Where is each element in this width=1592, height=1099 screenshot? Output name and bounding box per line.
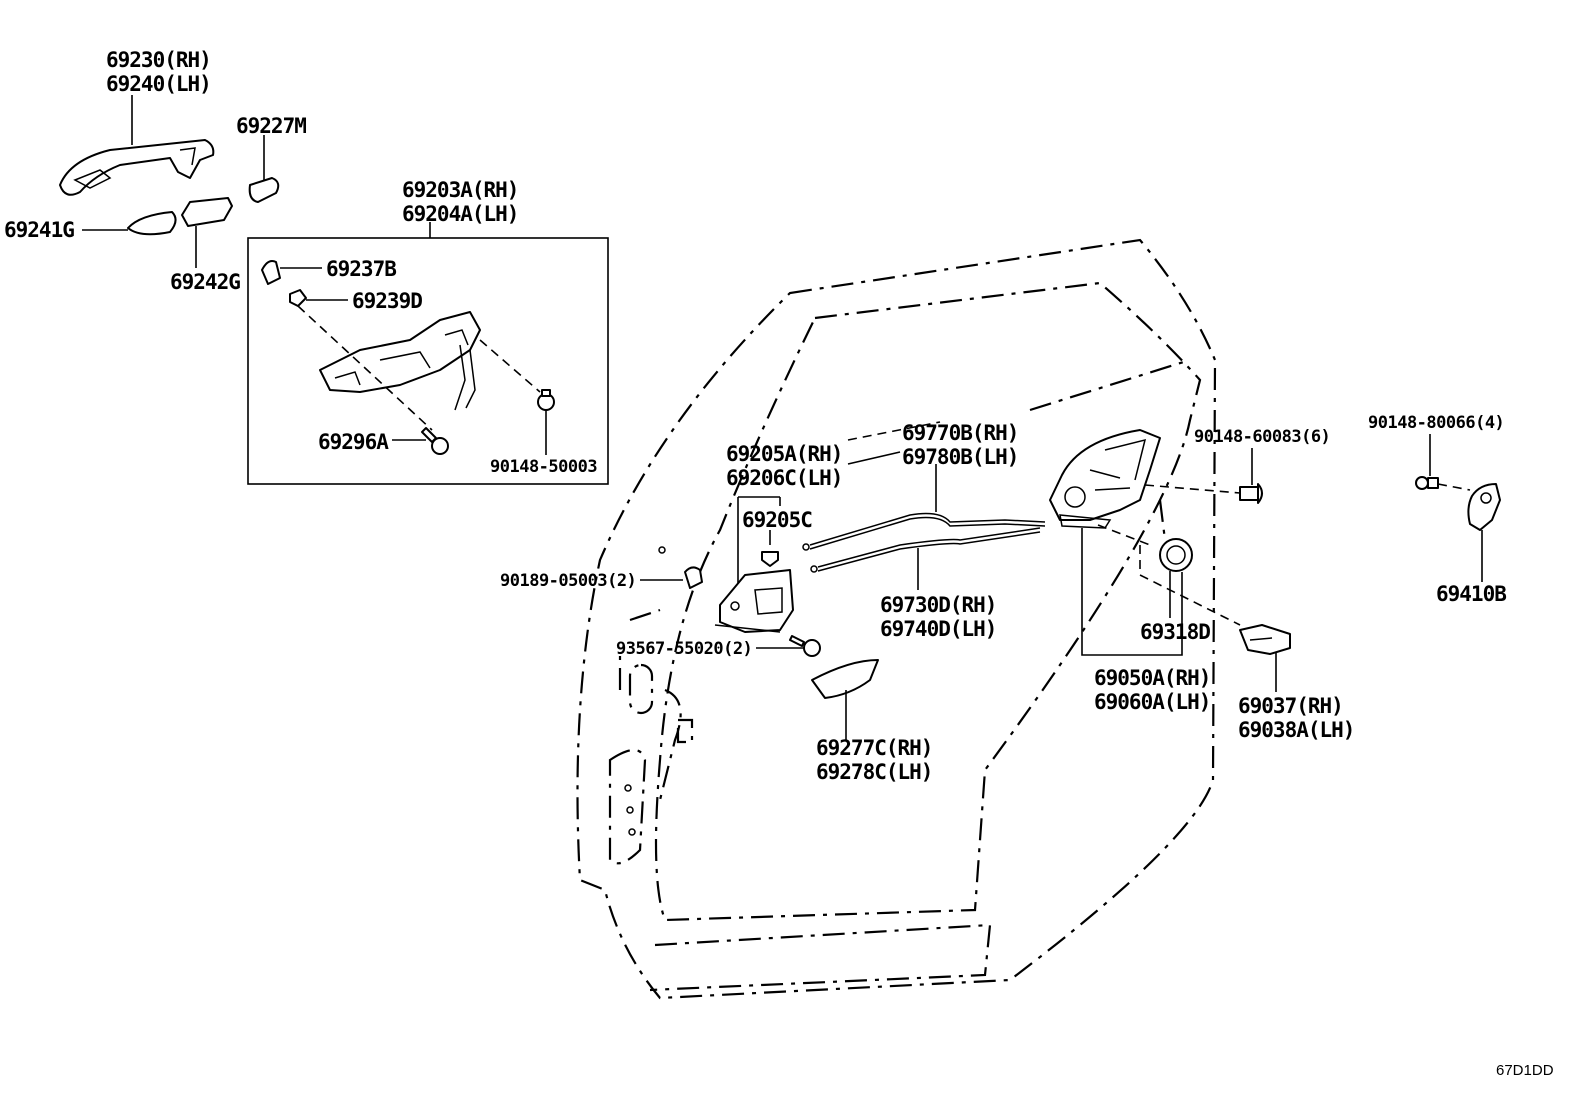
grommet-69318D <box>1159 538 1193 572</box>
label-69205A-rh: 69205A(RH) <box>726 442 843 466</box>
label-69242G: 69242G <box>170 270 241 294</box>
inside-handle <box>714 569 794 633</box>
dash-90148-60083 <box>1144 484 1241 494</box>
cap-69237B <box>261 260 281 285</box>
label-69241G: 69241G <box>4 218 75 242</box>
clip-90189 <box>684 566 703 589</box>
screw-93567 <box>789 635 821 657</box>
label-69240-lh: 69240(LH) <box>106 72 212 96</box>
label-90189-05003: 90189-05003(2) <box>500 571 637 591</box>
dash-69318D <box>1097 524 1151 546</box>
dash-69037 <box>1139 545 1241 626</box>
frame-set-box <box>247 237 609 485</box>
leader-69050A <box>1081 528 1183 656</box>
outer-door-handle <box>59 139 215 196</box>
pad-69241G <box>127 211 177 236</box>
label-69037-rh: 69037(RH) <box>1238 694 1344 718</box>
bracket-69037 <box>1239 624 1291 655</box>
label-69038A-lh: 69038A(LH) <box>1238 718 1355 742</box>
label-69277C-rh: 69277C(RH) <box>816 736 933 760</box>
label-69730D-rh: 69730D(RH) <box>880 593 997 617</box>
label-93567-55020: 93567-55020(2) <box>616 639 753 659</box>
bezel-69205C <box>761 551 779 567</box>
dash-69239D <box>297 305 433 431</box>
label-69780B-lh: 69780B(LH) <box>902 445 1019 469</box>
label-69227M: 69227M <box>236 114 307 138</box>
label-69296A: 69296A <box>318 430 389 454</box>
label-69206C-lh: 69206C(LH) <box>726 466 843 490</box>
label-69203A-rh: 69203A(RH) <box>402 178 519 202</box>
leader-69780B <box>847 451 901 465</box>
label-69239D: 69239D <box>352 289 423 313</box>
label-90148-80066: 90148-80066(4) <box>1368 413 1505 433</box>
dash-90148-80066 <box>1437 483 1471 491</box>
label-69060A-lh: 69060A(LH) <box>1094 690 1211 714</box>
screw-90148-60083 <box>1239 483 1263 504</box>
dash-90148-50003 <box>479 339 541 393</box>
label-90148-60083: 90148-60083(6) <box>1194 427 1331 447</box>
cable-69770B <box>802 512 1046 551</box>
figure-code: 67D1DD <box>1496 1062 1554 1079</box>
label-69237B: 69237B <box>326 257 397 281</box>
screw-69296A <box>421 427 449 455</box>
screw-90148-80066 <box>1415 476 1439 490</box>
pad-69242G <box>181 197 233 227</box>
door-outline <box>576 238 1217 1000</box>
dash-69205A <box>847 421 941 441</box>
screw-90148-50003 <box>537 389 555 411</box>
cable-69730D <box>810 527 1041 573</box>
door-lock-assy <box>1049 429 1161 529</box>
label-90148-50003: 90148-50003 <box>490 457 598 477</box>
label-69204A-lh: 69204A(LH) <box>402 202 519 226</box>
frame-69203A <box>319 311 481 411</box>
label-69410B: 69410B <box>1436 582 1507 606</box>
cover-69227M <box>248 177 280 203</box>
handle-cover-69277C <box>811 659 879 699</box>
label-69050A-rh: 69050A(RH) <box>1094 666 1211 690</box>
label-69230-rh: 69230(RH) <box>106 48 212 72</box>
label-69740D-lh: 69740D(LH) <box>880 617 997 641</box>
label-69205C: 69205C <box>742 508 813 532</box>
label-69318D: 69318D <box>1140 620 1211 644</box>
cushion-69239D <box>289 289 307 307</box>
label-69278C-lh: 69278C(LH) <box>816 760 933 784</box>
label-69770B-rh: 69770B(RH) <box>902 421 1019 445</box>
striker-69410B <box>1467 483 1501 531</box>
